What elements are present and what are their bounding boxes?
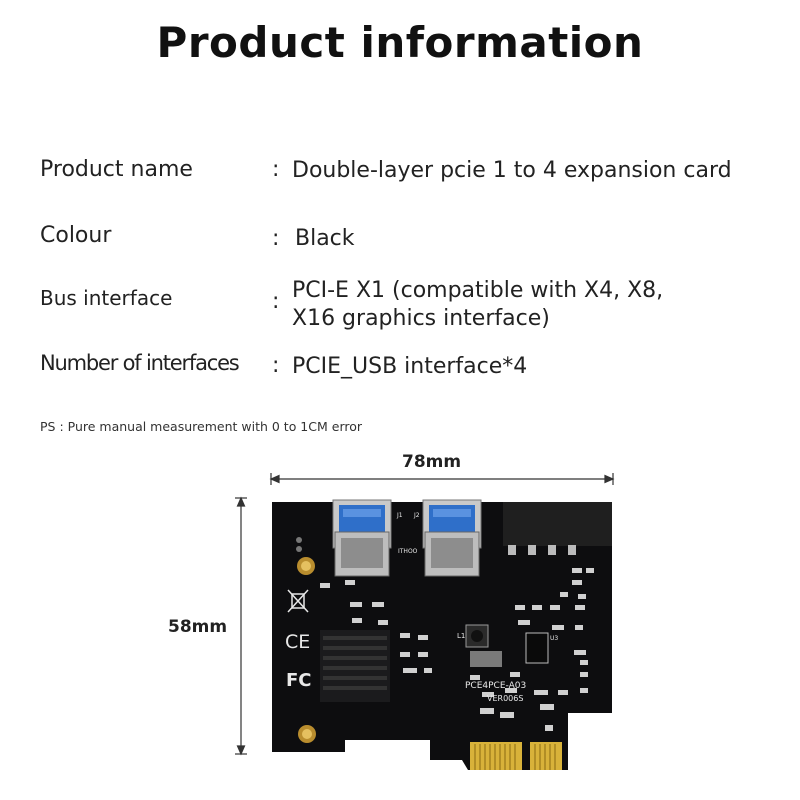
- page-title: Product information: [156, 18, 644, 67]
- width-dimension-line: [269, 473, 615, 485]
- measurement-note: PS : Pure manual measurement with 0 to 1…: [40, 419, 363, 434]
- height-dimension-label: 58mm: [168, 617, 228, 637]
- spec-row-number-of-interfaces: Number of interfaces : PCIE_USB interfac…: [40, 351, 780, 381]
- spec-colon: :: [272, 226, 280, 251]
- pcie-gold-contacts: [470, 742, 562, 770]
- spec-colon: :: [272, 353, 280, 378]
- spec-value-line-2: X16 graphics interface): [292, 306, 550, 331]
- width-dimension-label: 78mm: [402, 452, 462, 472]
- silk-u3: U3: [550, 635, 558, 642]
- spec-label: Product name: [40, 157, 193, 182]
- power-connector: [503, 502, 612, 546]
- spec-row-colour: Colour : Black: [40, 223, 780, 253]
- silk-l1: L1: [457, 632, 465, 640]
- silk-model: PCE4PCE-A03: [465, 681, 526, 691]
- usb-port-j2: [422, 499, 482, 577]
- ce-mark-icon: CE: [285, 631, 310, 653]
- height-dimension-line: [235, 496, 247, 756]
- capacitor-array: [470, 651, 502, 667]
- spec-colon: :: [272, 157, 280, 182]
- recycle-bin-icon: [287, 589, 309, 613]
- silk-j1: J1: [396, 512, 403, 519]
- spec-value: Black: [295, 226, 355, 251]
- spec-label: Number of interfaces: [40, 351, 240, 375]
- fcc-mark-icon: FC: [286, 670, 312, 691]
- smd-components: [320, 568, 594, 731]
- silk-version: VER006S: [487, 694, 523, 703]
- usb-port-j1: [332, 499, 392, 577]
- silk-chip-text: ITHOO: [398, 548, 418, 555]
- heatsink: [320, 630, 390, 702]
- spec-row-product-name: Product name : Double-layer pcie 1 to 4 …: [40, 157, 780, 187]
- spec-value: Double-layer pcie 1 to 4 expansion card: [292, 158, 732, 183]
- spec-value: PCIE_USB interface*4: [292, 354, 528, 379]
- spec-row-bus-interface: Bus interface : PCI-E X1 (compatible wit…: [40, 276, 780, 336]
- spec-value-line-1: PCI-E X1 (compatible with X4, X8,: [292, 278, 664, 303]
- spec-label: Colour: [40, 223, 112, 248]
- silk-j2: J2: [413, 512, 420, 519]
- spec-label: Bus interface: [40, 286, 173, 310]
- ic-u3: [525, 632, 549, 664]
- spec-colon: :: [272, 289, 280, 314]
